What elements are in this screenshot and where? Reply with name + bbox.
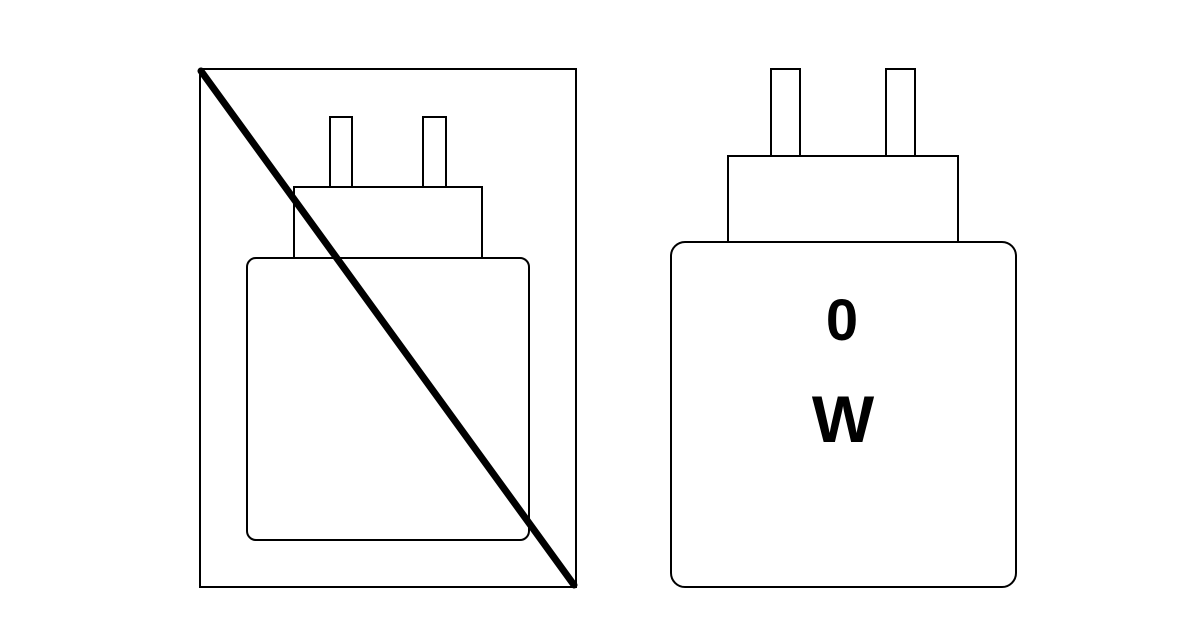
charger-wattage-unit: W: [812, 382, 875, 456]
left-charger-prong-left: [329, 116, 353, 188]
crossed-out-charger-icon: [197, 67, 578, 589]
charger-wattage-value: 0: [826, 288, 858, 353]
right-charger-neck: [727, 155, 959, 243]
left-charger-body: [246, 257, 530, 541]
right-charger-prong-left: [770, 68, 801, 157]
left-charger-prong-right: [422, 116, 447, 188]
right-charger-prong-right: [885, 68, 916, 157]
right-charger-body: [670, 241, 1017, 588]
prohibition-slash: [197, 67, 578, 589]
left-charger-neck: [293, 186, 483, 259]
charger-icon: 0 W: [670, 68, 1017, 588]
